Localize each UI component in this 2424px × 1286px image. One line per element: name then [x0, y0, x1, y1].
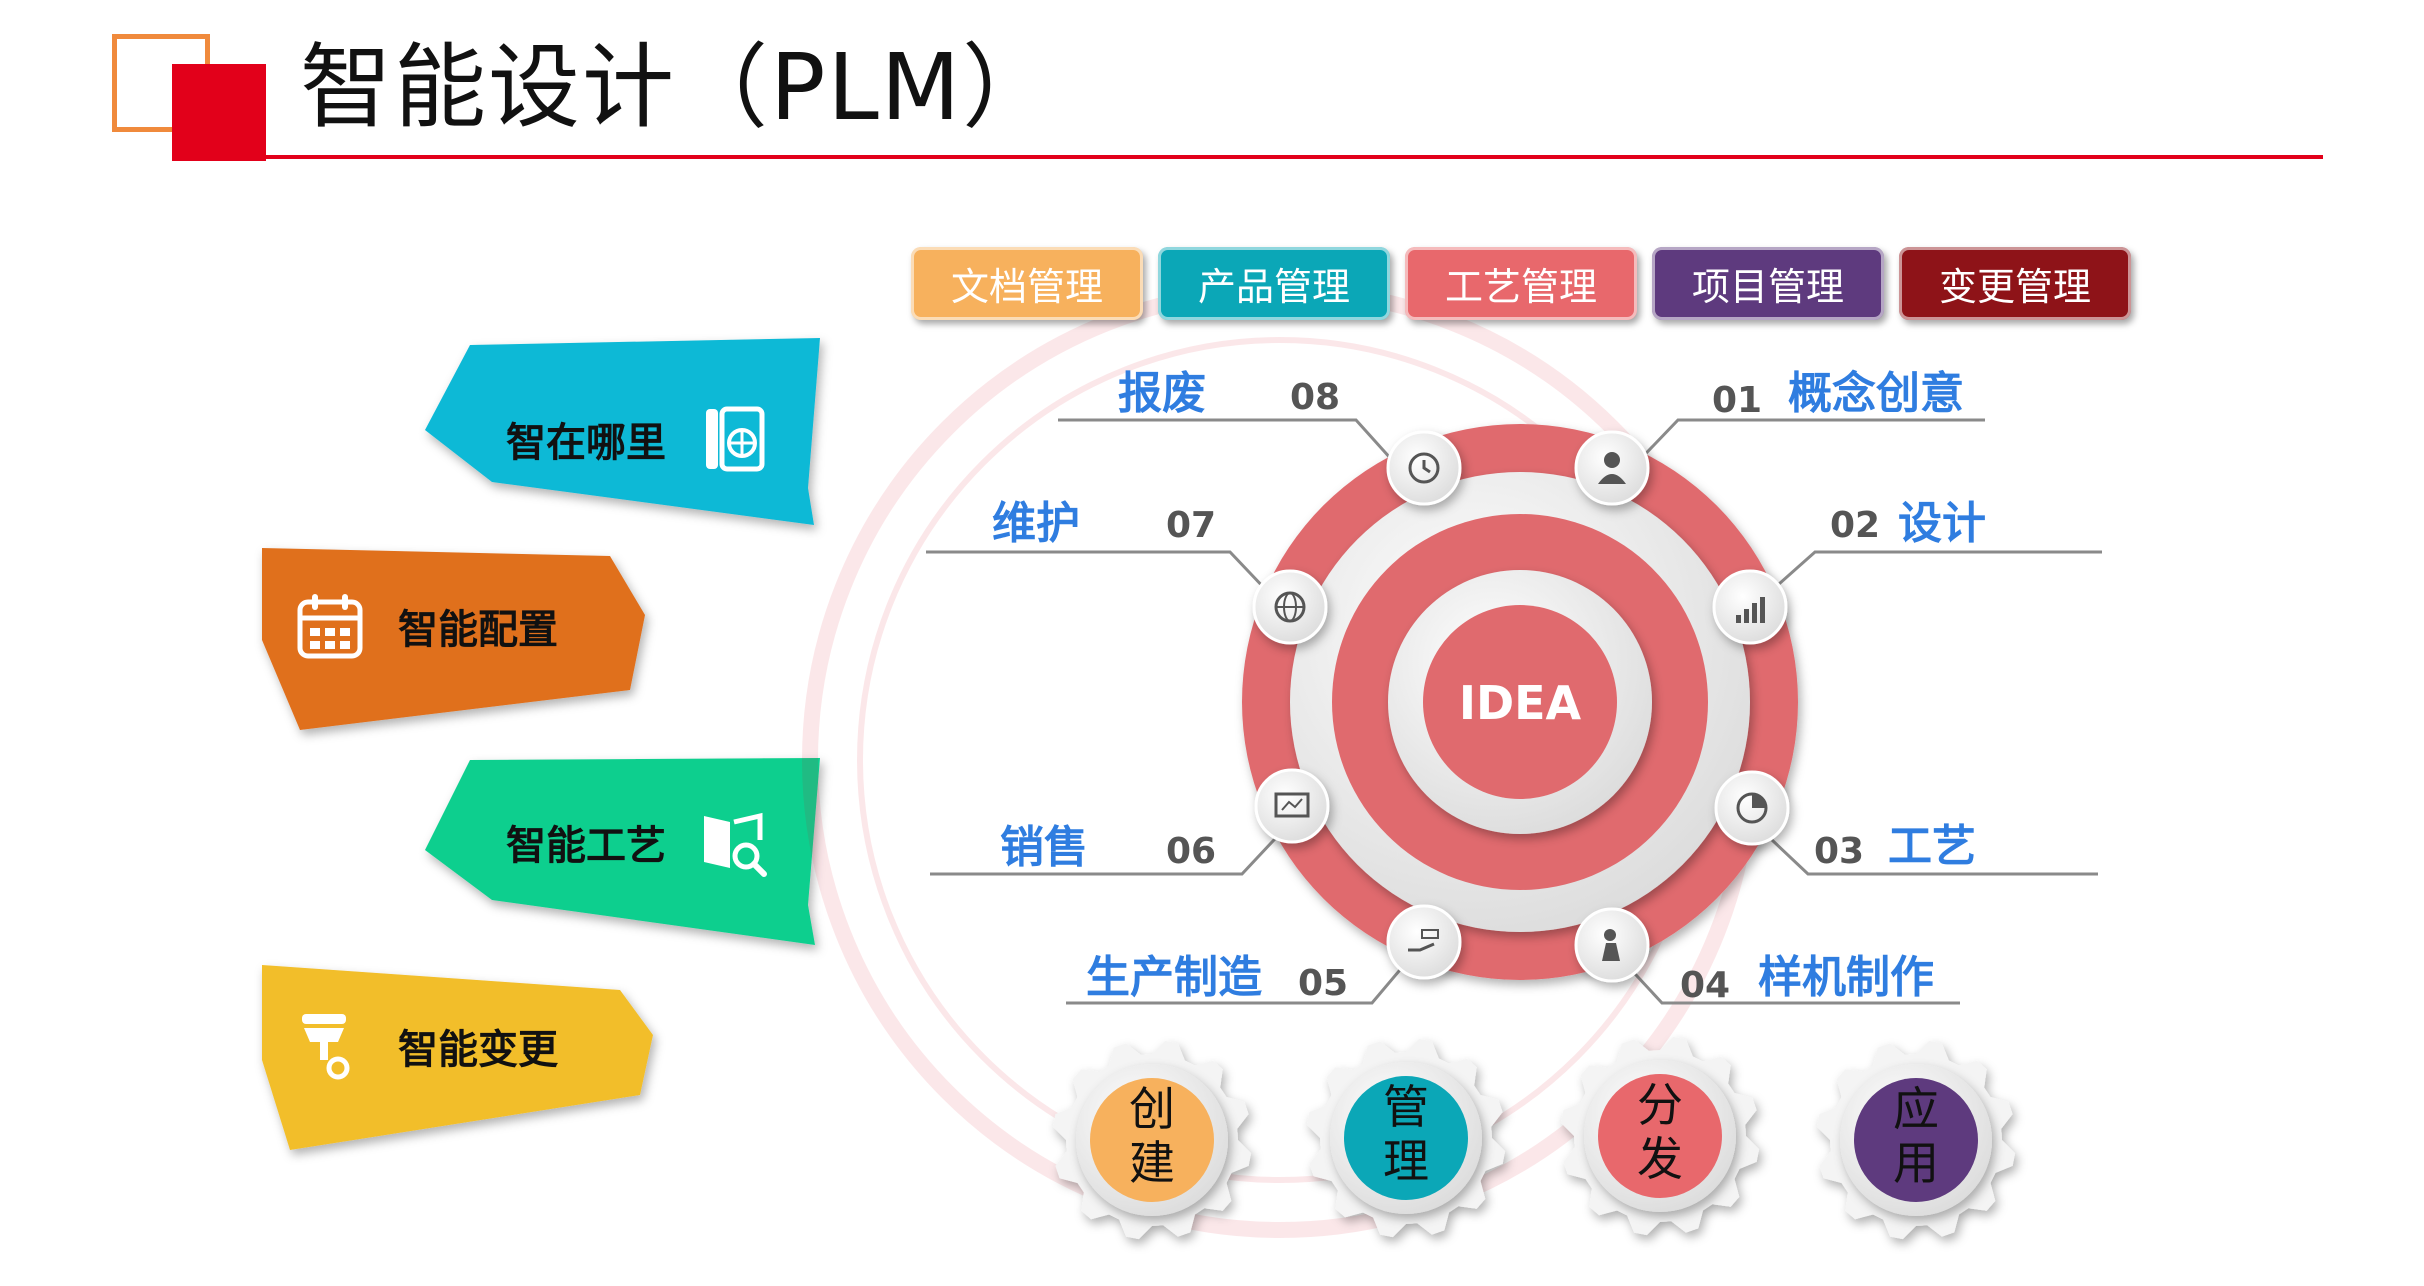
target-rings [1242, 424, 1798, 980]
gear-distribute: 分发 [1630, 1078, 1690, 1186]
leader-line [930, 824, 1289, 876]
stage-number: 07 [1166, 505, 1217, 546]
passport-globe-icon [706, 406, 765, 472]
left-banner-shape [425, 338, 820, 525]
stage-label-design: 设计 [1898, 498, 1986, 549]
title-decoration-block [172, 64, 266, 161]
gear-text-top: 应 [1893, 1082, 1939, 1136]
leader-line [1770, 838, 2098, 876]
left-shapes [262, 338, 820, 1150]
tab-label: 产品管理 [1197, 265, 1350, 309]
gear [1560, 1036, 1760, 1236]
gear-layer [1052, 1036, 2016, 1240]
gear-text-top: 管 [1383, 1080, 1429, 1134]
leader-line [1058, 418, 1394, 462]
gear-text-bottom: 理 [1383, 1134, 1429, 1188]
stage-number: 01 [1712, 380, 1763, 421]
tab-project-management[interactable]: 项目管理 [1652, 247, 1884, 320]
tab-label: 文档管理 [950, 265, 1103, 309]
monitor-chart-icon [1254, 768, 1330, 844]
left-item-label: 智能配置 [398, 607, 558, 653]
stage-number: 02 [1830, 505, 1881, 546]
gear-apply: 应用 [1886, 1082, 1946, 1190]
clock-icon [1386, 430, 1462, 506]
leader-line [1066, 957, 1412, 1005]
bar-chart-icon [1712, 569, 1788, 645]
stage-label-scrap: 报废 [1118, 368, 1206, 419]
globe-icon [1252, 569, 1328, 645]
left-item-where[interactable]: 智在哪里 [506, 403, 770, 475]
gear [1816, 1040, 2016, 1240]
left-item-label: 智能变更 [398, 1027, 558, 1073]
leader-line [1622, 960, 1960, 1005]
left-banner-shape [262, 548, 645, 730]
gear-text-bottom: 建 [1129, 1136, 1175, 1190]
tab-label: 项目管理 [1691, 265, 1844, 309]
leader-line [1769, 550, 2102, 594]
left-banner-shape [262, 965, 653, 1150]
gear-manage: 管理 [1376, 1080, 1436, 1188]
gear-text-top: 创 [1129, 1082, 1175, 1136]
gear [1052, 1040, 1252, 1240]
hand-key-icon [1386, 904, 1462, 980]
tab-change-management[interactable]: 变更管理 [1899, 247, 2131, 320]
stage-number: 08 [1290, 377, 1341, 418]
leader-lines [926, 418, 2102, 1005]
stage-number: 05 [1298, 963, 1349, 1004]
tab-product-management[interactable]: 产品管理 [1158, 247, 1390, 320]
tab-process-management[interactable]: 工艺管理 [1405, 247, 1637, 320]
book-search-icon [704, 812, 767, 877]
stage-label-prototype: 样机制作 [1758, 952, 1934, 1003]
gear-text-bottom: 发 [1637, 1132, 1683, 1186]
left-item-label: 智在哪里 [506, 420, 666, 466]
tab-label: 变更管理 [1938, 265, 2091, 309]
left-item-label: 智能工艺 [506, 823, 666, 869]
tab-label: 工艺管理 [1444, 265, 1597, 309]
page-title: 智能设计（PLM） [300, 34, 1057, 141]
tab-document-management[interactable]: 文档管理 [911, 247, 1143, 320]
stage-label-manufacturing: 生产制造 [1086, 952, 1262, 1003]
leader-line [1628, 418, 1985, 472]
left-item-config[interactable]: 智能配置 [294, 590, 558, 662]
gear [1306, 1038, 1506, 1238]
gear-text-top: 分 [1637, 1078, 1683, 1132]
left-item-change[interactable]: 智能变更 [294, 1010, 558, 1082]
title-underline [265, 155, 2323, 159]
stage-label-maintenance: 维护 [992, 498, 1080, 549]
stage-label-sales: 销售 [1000, 822, 1088, 873]
key-tag-icon [302, 1014, 350, 1080]
worker-icon [1574, 907, 1650, 983]
person-icon [1574, 430, 1650, 506]
gear-create: 创建 [1122, 1082, 1182, 1190]
stage-number: 03 [1814, 831, 1865, 872]
stage-number: 06 [1166, 831, 1217, 872]
stage-nodes [1252, 430, 1790, 983]
gear-text-bottom: 用 [1893, 1136, 1939, 1190]
left-banner-shape [425, 758, 820, 945]
leader-line [926, 550, 1270, 594]
stage-label-process: 工艺 [1888, 821, 1976, 872]
stage-label-concept: 概念创意 [1788, 368, 1964, 419]
left-item-process[interactable]: 智能工艺 [506, 806, 770, 878]
stage-number: 04 [1680, 965, 1731, 1006]
pie-chart-icon [1714, 770, 1790, 846]
center-idea-label: IDEA [1458, 676, 1582, 730]
calendar-icon [297, 594, 363, 659]
